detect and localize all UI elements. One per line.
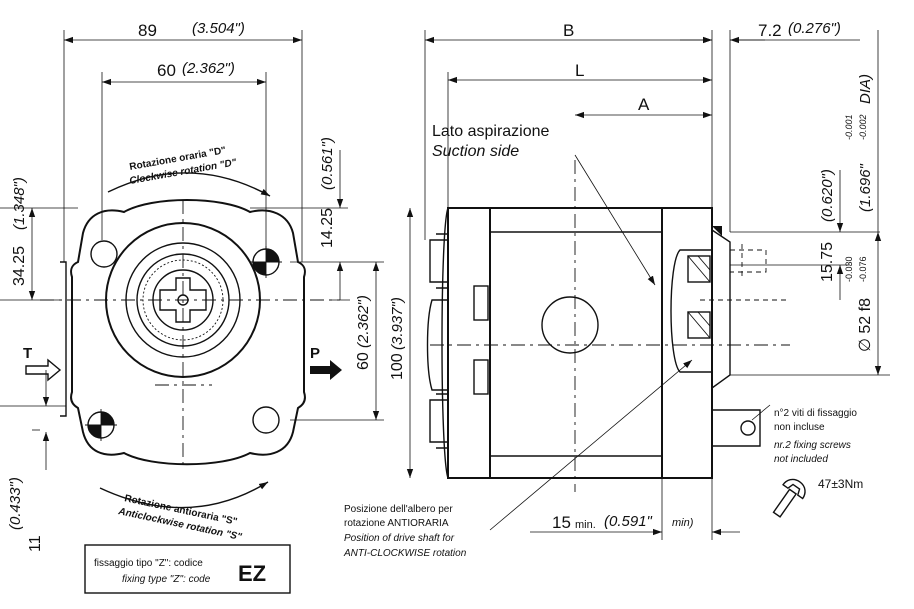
shaft-label-en-1: Position of drive shaft for: [344, 533, 455, 544]
hollow-arrow-icon: [25, 358, 62, 382]
flange-side: [661, 207, 713, 479]
dim-60-top-inch: (2.362"): [182, 60, 235, 77]
shaft-side: [712, 409, 761, 447]
dim-dia-inch: (1.696": [857, 163, 874, 212]
dim-a-label: A: [638, 95, 650, 114]
screws-label-it-1: n°2 viti di fissaggio: [774, 408, 857, 419]
dim-15-75-inch: (0.620"): [819, 169, 836, 222]
dim-l-label: L: [575, 61, 584, 80]
dim-100-value: 100: [389, 353, 406, 380]
seal-hatch-4: [697, 311, 711, 327]
dim-dia-tol-bot: -0.002: [858, 114, 868, 140]
screws-leader: [751, 404, 771, 421]
shaft-key: [159, 277, 207, 323]
dim-52-tol-bot: -0.076: [858, 256, 868, 282]
suction-port: [541, 296, 599, 354]
dim-b-label: B: [563, 21, 574, 40]
dim-dia-label: DIA): [857, 74, 874, 104]
dim-7-inch: (0.276"): [788, 20, 841, 37]
front-view: 89 (3.504") 60 (2.362") Rotazione oraria…: [0, 20, 414, 552]
dim-34-inch: (1.348"): [11, 177, 28, 230]
bolt-hole-top-left: [90, 240, 118, 268]
rotation-ccw-arrow: [99, 481, 269, 509]
port-p-label: P: [310, 345, 320, 362]
dim-dia-tol-top: -0.001: [844, 114, 854, 140]
shaft-key-hole: [740, 420, 756, 436]
rotation-cw-arrow: [107, 172, 271, 197]
seal-bottom: [687, 311, 711, 339]
port-t-label: T: [23, 345, 32, 362]
dim-52-tol-top: -0.030: [844, 256, 854, 282]
seal-hatch-2: [697, 255, 711, 271]
fixing-type-box: fissaggio tipo "Z": codice fixing type "…: [84, 544, 291, 594]
dim-7-value: 7.2: [758, 21, 782, 40]
shaft-position-leader: [489, 359, 693, 531]
wrench-icon: [772, 478, 806, 518]
dim-14-inch: (0.561"): [319, 137, 336, 190]
flange-outline: [70, 199, 306, 466]
dim-11-value: 11: [27, 535, 44, 552]
screw-dashed: [730, 244, 767, 278]
fixing-label-en: fixing type "Z": code: [122, 574, 211, 585]
port-slot-top: [473, 285, 489, 321]
dim-11-inch: (0.433"): [7, 477, 24, 530]
pilot-side: [711, 229, 731, 389]
shaft-label-it-2: rotazione ANTIORARIA: [344, 518, 449, 529]
dim-15-75-value: 15.75: [819, 242, 836, 282]
screws-label-en-1: nr.2 fixing screws: [774, 440, 851, 451]
port-slot-bottom: [473, 359, 489, 395]
dim-34-value: 34.25: [11, 246, 28, 286]
seal-hatch-1: [687, 255, 711, 283]
bolt-hole-bottom-right: [252, 406, 280, 434]
shaft-label-it-1: Posizione dell'albero per: [344, 504, 453, 515]
dim-60-right-value: 60: [355, 352, 372, 370]
fixing-label-it: fissaggio tipo "Z": codice: [94, 558, 203, 569]
nut-top: [429, 233, 449, 289]
dim-60-right-inch: (2.362"): [355, 295, 372, 348]
flange-notch: [712, 226, 722, 236]
dim-15-min-value: 15: [552, 513, 571, 532]
screws-label-it-2: non incluse: [774, 422, 825, 433]
side-view: B 7.2 (0.276") L A Lato aspirazione Suct…: [343, 20, 890, 559]
end-cover: [447, 207, 491, 479]
suction-label-en: Suction side: [432, 143, 519, 160]
nut-bottom: [429, 393, 449, 449]
end-cover-edge: [441, 207, 449, 479]
dim-89-value: 89: [138, 21, 157, 40]
nut-center: [426, 299, 449, 391]
torque-label: 47±3Nm: [818, 477, 863, 491]
fixing-code: EZ: [238, 561, 266, 586]
dim-15-min-inch: (0.591": [604, 513, 653, 530]
dim-52-value: ∅ 52 f8: [857, 298, 874, 352]
solid-arrow-icon: [310, 360, 342, 380]
seal-hatch-3: [687, 311, 711, 339]
bolt-hole-bottom-left: [85, 409, 117, 441]
screws-label-en-2: not included: [774, 454, 828, 465]
seal-top: [687, 255, 711, 283]
seal-housing: [670, 249, 713, 373]
shaft-label-en-2: ANTI-CLOCKWISE rotation: [343, 548, 467, 559]
dim-89-inch: (3.504"): [192, 20, 245, 37]
dim-100-inch: (3.937"): [389, 297, 406, 350]
suction-label-it: Lato aspirazione: [432, 123, 550, 140]
suction-leader: [574, 154, 656, 286]
dim-15-min-sub: min.: [575, 519, 596, 531]
pump-body: [490, 207, 663, 479]
dim-60-top-value: 60: [157, 61, 176, 80]
dim-15-min-inch-sub: min): [672, 517, 694, 529]
dim-14-value: 14.25: [319, 208, 336, 248]
body-outline: [60, 261, 67, 417]
